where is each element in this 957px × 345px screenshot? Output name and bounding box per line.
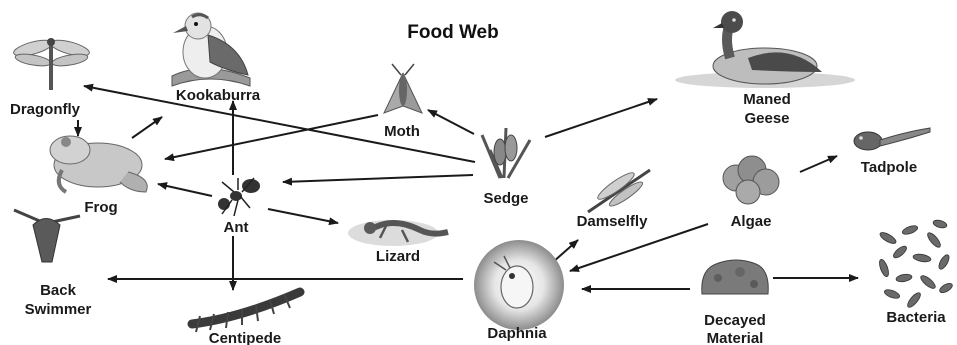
label-frog: Frog <box>84 199 117 216</box>
label-lizard: Lizard <box>376 248 420 265</box>
label-dragonfly: Dragonfly <box>10 101 81 118</box>
label-maned-geese-line1: Maned <box>743 91 791 108</box>
arrow-algae-to-tadpole <box>800 156 837 172</box>
centipede-illustration <box>192 292 300 332</box>
kookaburra-illustration <box>172 13 250 86</box>
label-algae: Algae <box>731 213 772 230</box>
arrow-sedge-to-moth <box>428 110 474 134</box>
sedge-illustration <box>482 128 530 178</box>
label-moth: Moth <box>384 123 420 140</box>
tadpole-illustration <box>854 128 930 150</box>
label-ant: Ant <box>224 219 249 236</box>
arrow-ant-to-lizard <box>268 209 338 223</box>
daphnia-illustration <box>474 240 564 330</box>
label-bacteria: Bacteria <box>886 309 946 326</box>
moth-illustration <box>384 64 422 113</box>
ant-illustration <box>218 178 260 216</box>
label-decayed-material-line2: Material <box>707 330 764 345</box>
label-sedge: Sedge <box>483 190 528 207</box>
back-swimmer-illustration <box>14 210 80 262</box>
arrow-frog-to-kookaburra <box>132 117 162 138</box>
label-tadpole: Tadpole <box>861 159 917 176</box>
label-maned-geese-line2: Geese <box>744 110 789 127</box>
label-kookaburra: Kookaburra <box>176 87 261 104</box>
label-decayed-material-line1: Decayed <box>704 312 766 329</box>
arrow-sedge-to-maned-geese <box>545 99 657 137</box>
label-damselfly: Damselfly <box>577 213 649 230</box>
arrow-algae-to-daphnia <box>570 224 708 271</box>
label-centipede: Centipede <box>209 330 282 345</box>
arrow-daphnia-to-damselfly <box>553 240 578 262</box>
arrow-ant-to-frog <box>158 184 212 196</box>
label-daphnia: Daphnia <box>487 325 547 342</box>
label-back-swimmer-line2: Swimmer <box>25 301 92 318</box>
frog-illustration <box>50 136 147 192</box>
damselfly-illustration <box>588 169 650 212</box>
label-back-swimmer-line1: Back <box>40 282 77 299</box>
maned-geese-illustration <box>675 11 855 88</box>
dragonfly-illustration <box>12 37 91 90</box>
bacteria-illustration <box>878 219 954 309</box>
decayed-material-illustration <box>702 260 768 294</box>
algae-illustration <box>723 156 779 204</box>
lizard-illustration <box>348 220 448 246</box>
diagram-title: Food Web <box>407 22 498 43</box>
arrow-sedge-to-ant <box>283 175 473 182</box>
